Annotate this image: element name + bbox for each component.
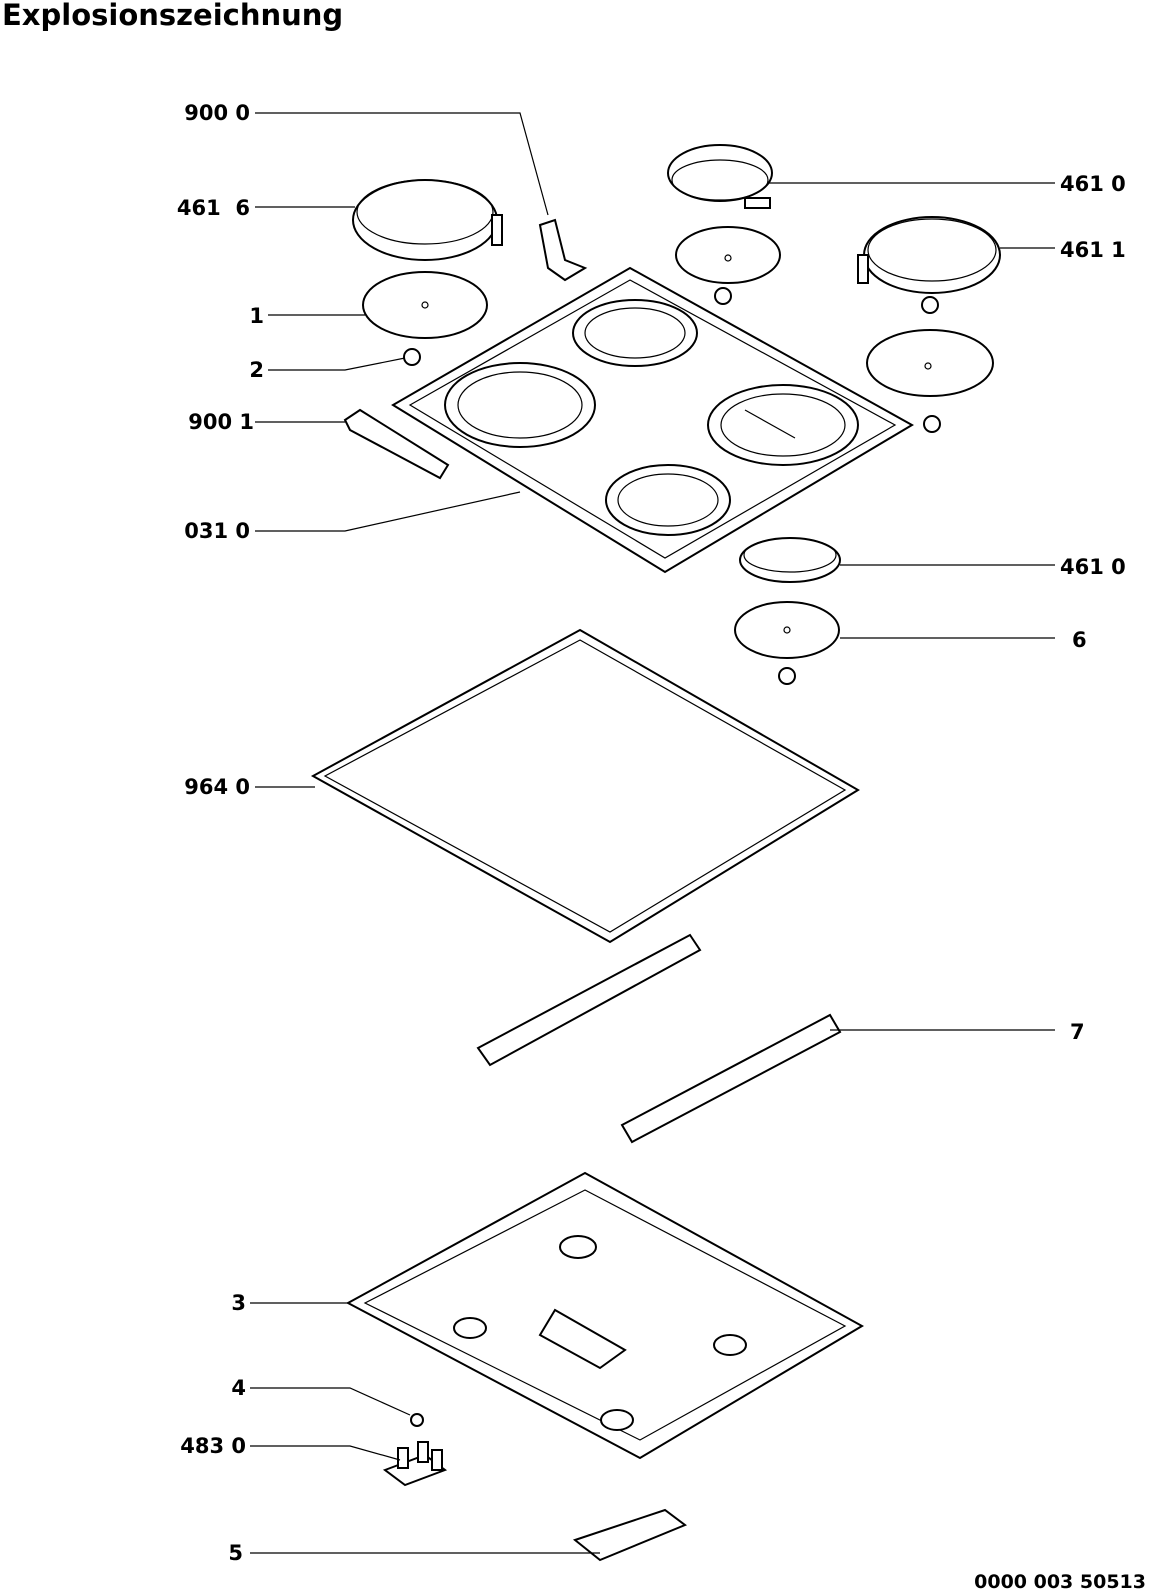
label-1: 1	[249, 304, 264, 328]
label-3: 3	[231, 1291, 246, 1315]
label-2: 2	[249, 358, 264, 382]
label-900-1: 900 1	[188, 410, 254, 434]
label-5: 5	[228, 1541, 243, 1565]
hotplate-461-6	[352, 179, 503, 261]
label-461-0-top: 461 0	[1060, 172, 1126, 196]
document-number: 0000 003 50513	[974, 1571, 1146, 1592]
foot-4	[410, 1413, 424, 1427]
page-title: Explosionszeichnung	[2, 0, 344, 32]
bottom-tray	[345, 1171, 865, 1460]
label-900-0: 900 0	[184, 101, 250, 125]
spring-plate	[362, 226, 994, 659]
leader-lines	[250, 112, 1055, 1554]
rail-7	[620, 1013, 842, 1144]
hotplate-461-1	[857, 216, 1001, 294]
label-483-0: 483 0	[180, 1434, 246, 1458]
label-461-1: 461 1	[1060, 238, 1126, 262]
label-6: 6	[1072, 628, 1087, 652]
label-031-0: 031 0	[184, 519, 250, 543]
bracket-900-0	[538, 218, 588, 282]
hotplate-461-0-bottom	[739, 537, 841, 583]
cooktop-frame	[391, 266, 915, 574]
label-7: 7	[1070, 1020, 1085, 1044]
hotplate-461-0-top	[667, 144, 773, 209]
label-964-0: 964 0	[184, 775, 250, 799]
gasket	[310, 628, 860, 944]
terminal-block-483-0	[382, 1441, 448, 1487]
label-461-6: 461 6	[177, 196, 250, 220]
label-4: 4	[231, 1376, 246, 1400]
bracket-900-1	[343, 408, 450, 480]
rail	[476, 933, 702, 1067]
nut	[403, 287, 941, 685]
label-461-0-bottom: 461 0	[1060, 555, 1126, 579]
